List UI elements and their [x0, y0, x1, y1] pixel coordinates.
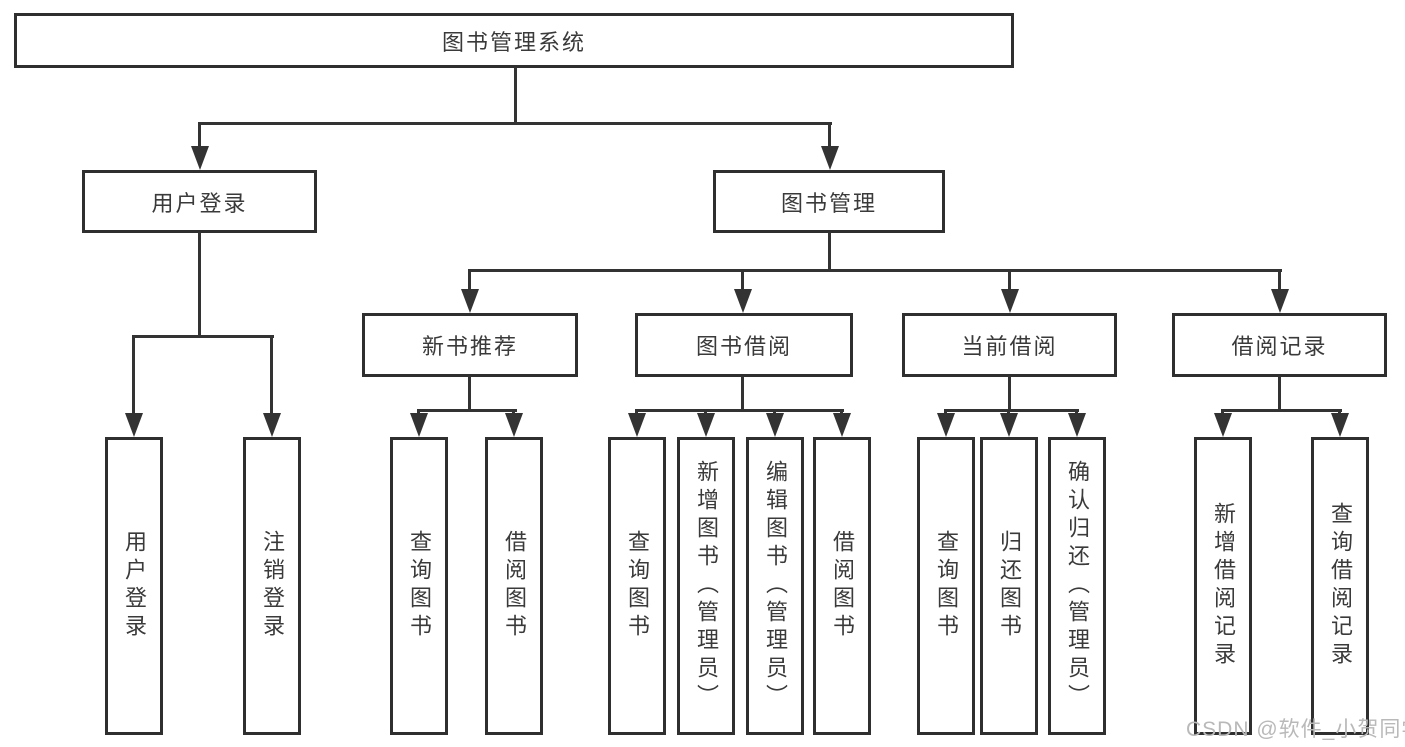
arrow-down-icon [263, 413, 281, 437]
arrow-down-icon [1068, 413, 1086, 437]
connector-split-stem [1008, 376, 1011, 412]
connector-split-stem [468, 376, 471, 412]
leaf-query-books: 查询图书 [608, 437, 666, 735]
connector-root-stem [514, 67, 517, 125]
connector-user-split-bar [132, 335, 274, 338]
node-new-book-recommend: 新书推荐 [362, 313, 578, 377]
node-current-borrow: 当前借阅 [902, 313, 1117, 377]
leaf-add-books-admin: 新增图书（管理员） [677, 437, 735, 735]
connector-l3-stem [741, 269, 744, 293]
connector-mgmt-stem [828, 232, 831, 272]
node-user-login: 用户登录 [82, 170, 317, 233]
arrow-down-icon [833, 413, 851, 437]
connector-split-stem [741, 376, 744, 412]
node-borrow-record: 借阅记录 [1172, 313, 1387, 377]
connector-split-bar [417, 409, 517, 412]
connector-leaf-stem [270, 335, 273, 417]
connector-leaf-stem [132, 335, 135, 417]
arrow-down-icon [461, 289, 479, 313]
leaf-return-books: 归还图书 [980, 437, 1038, 735]
connector-split-stem [1278, 376, 1281, 412]
arrow-down-icon [697, 413, 715, 437]
leaf-borrow-books: 借阅图书 [485, 437, 543, 735]
connector-user-split-stem [198, 232, 201, 338]
node-book-management: 图书管理 [713, 170, 945, 233]
leaf-confirm-return-admin: 确认归还（管理员） [1048, 437, 1106, 735]
arrow-down-icon [191, 146, 209, 170]
connector-split-bar [635, 409, 844, 412]
connector-user-login-stem [198, 122, 201, 150]
leaf-user-login: 用户登录 [105, 437, 163, 735]
arrow-down-icon [1000, 413, 1018, 437]
connector-l3-stem [1278, 269, 1281, 293]
arrow-down-icon [505, 413, 523, 437]
leaf-add-borrow-record: 新增借阅记录 [1194, 437, 1252, 735]
connector-l3-stem [1008, 269, 1011, 293]
connector-split-bar [1221, 409, 1342, 412]
node-root-library-system: 图书管理系统 [14, 13, 1014, 68]
leaf-query-borrow-record: 查询借阅记录 [1311, 437, 1369, 735]
leaf-query-books: 查询图书 [917, 437, 975, 735]
arrow-down-icon [410, 413, 428, 437]
arrow-down-icon [766, 413, 784, 437]
leaf-query-books: 查询图书 [390, 437, 448, 735]
connector-book-mgmt-stem [828, 122, 831, 150]
csdn-watermark: CSDN @软件_小贺同学 [1186, 718, 1405, 741]
arrow-down-icon [1271, 289, 1289, 313]
leaf-logout: 注销登录 [243, 437, 301, 735]
arrow-down-icon [125, 413, 143, 437]
node-book-borrow: 图书借阅 [635, 313, 853, 377]
connector-mgmt-bar [468, 269, 1282, 272]
leaf-borrow-books: 借阅图书 [813, 437, 871, 735]
arrow-down-icon [734, 289, 752, 313]
arrow-down-icon [821, 146, 839, 170]
connector-split-bar [944, 409, 1079, 412]
arrow-down-icon [628, 413, 646, 437]
arrow-down-icon [937, 413, 955, 437]
connector-l3-stem [468, 269, 471, 293]
connector-root-bar [198, 122, 832, 125]
arrow-down-icon [1214, 413, 1232, 437]
arrow-down-icon [1001, 289, 1019, 313]
arrow-down-icon [1331, 413, 1349, 437]
leaf-edit-books-admin: 编辑图书（管理员） [746, 437, 804, 735]
